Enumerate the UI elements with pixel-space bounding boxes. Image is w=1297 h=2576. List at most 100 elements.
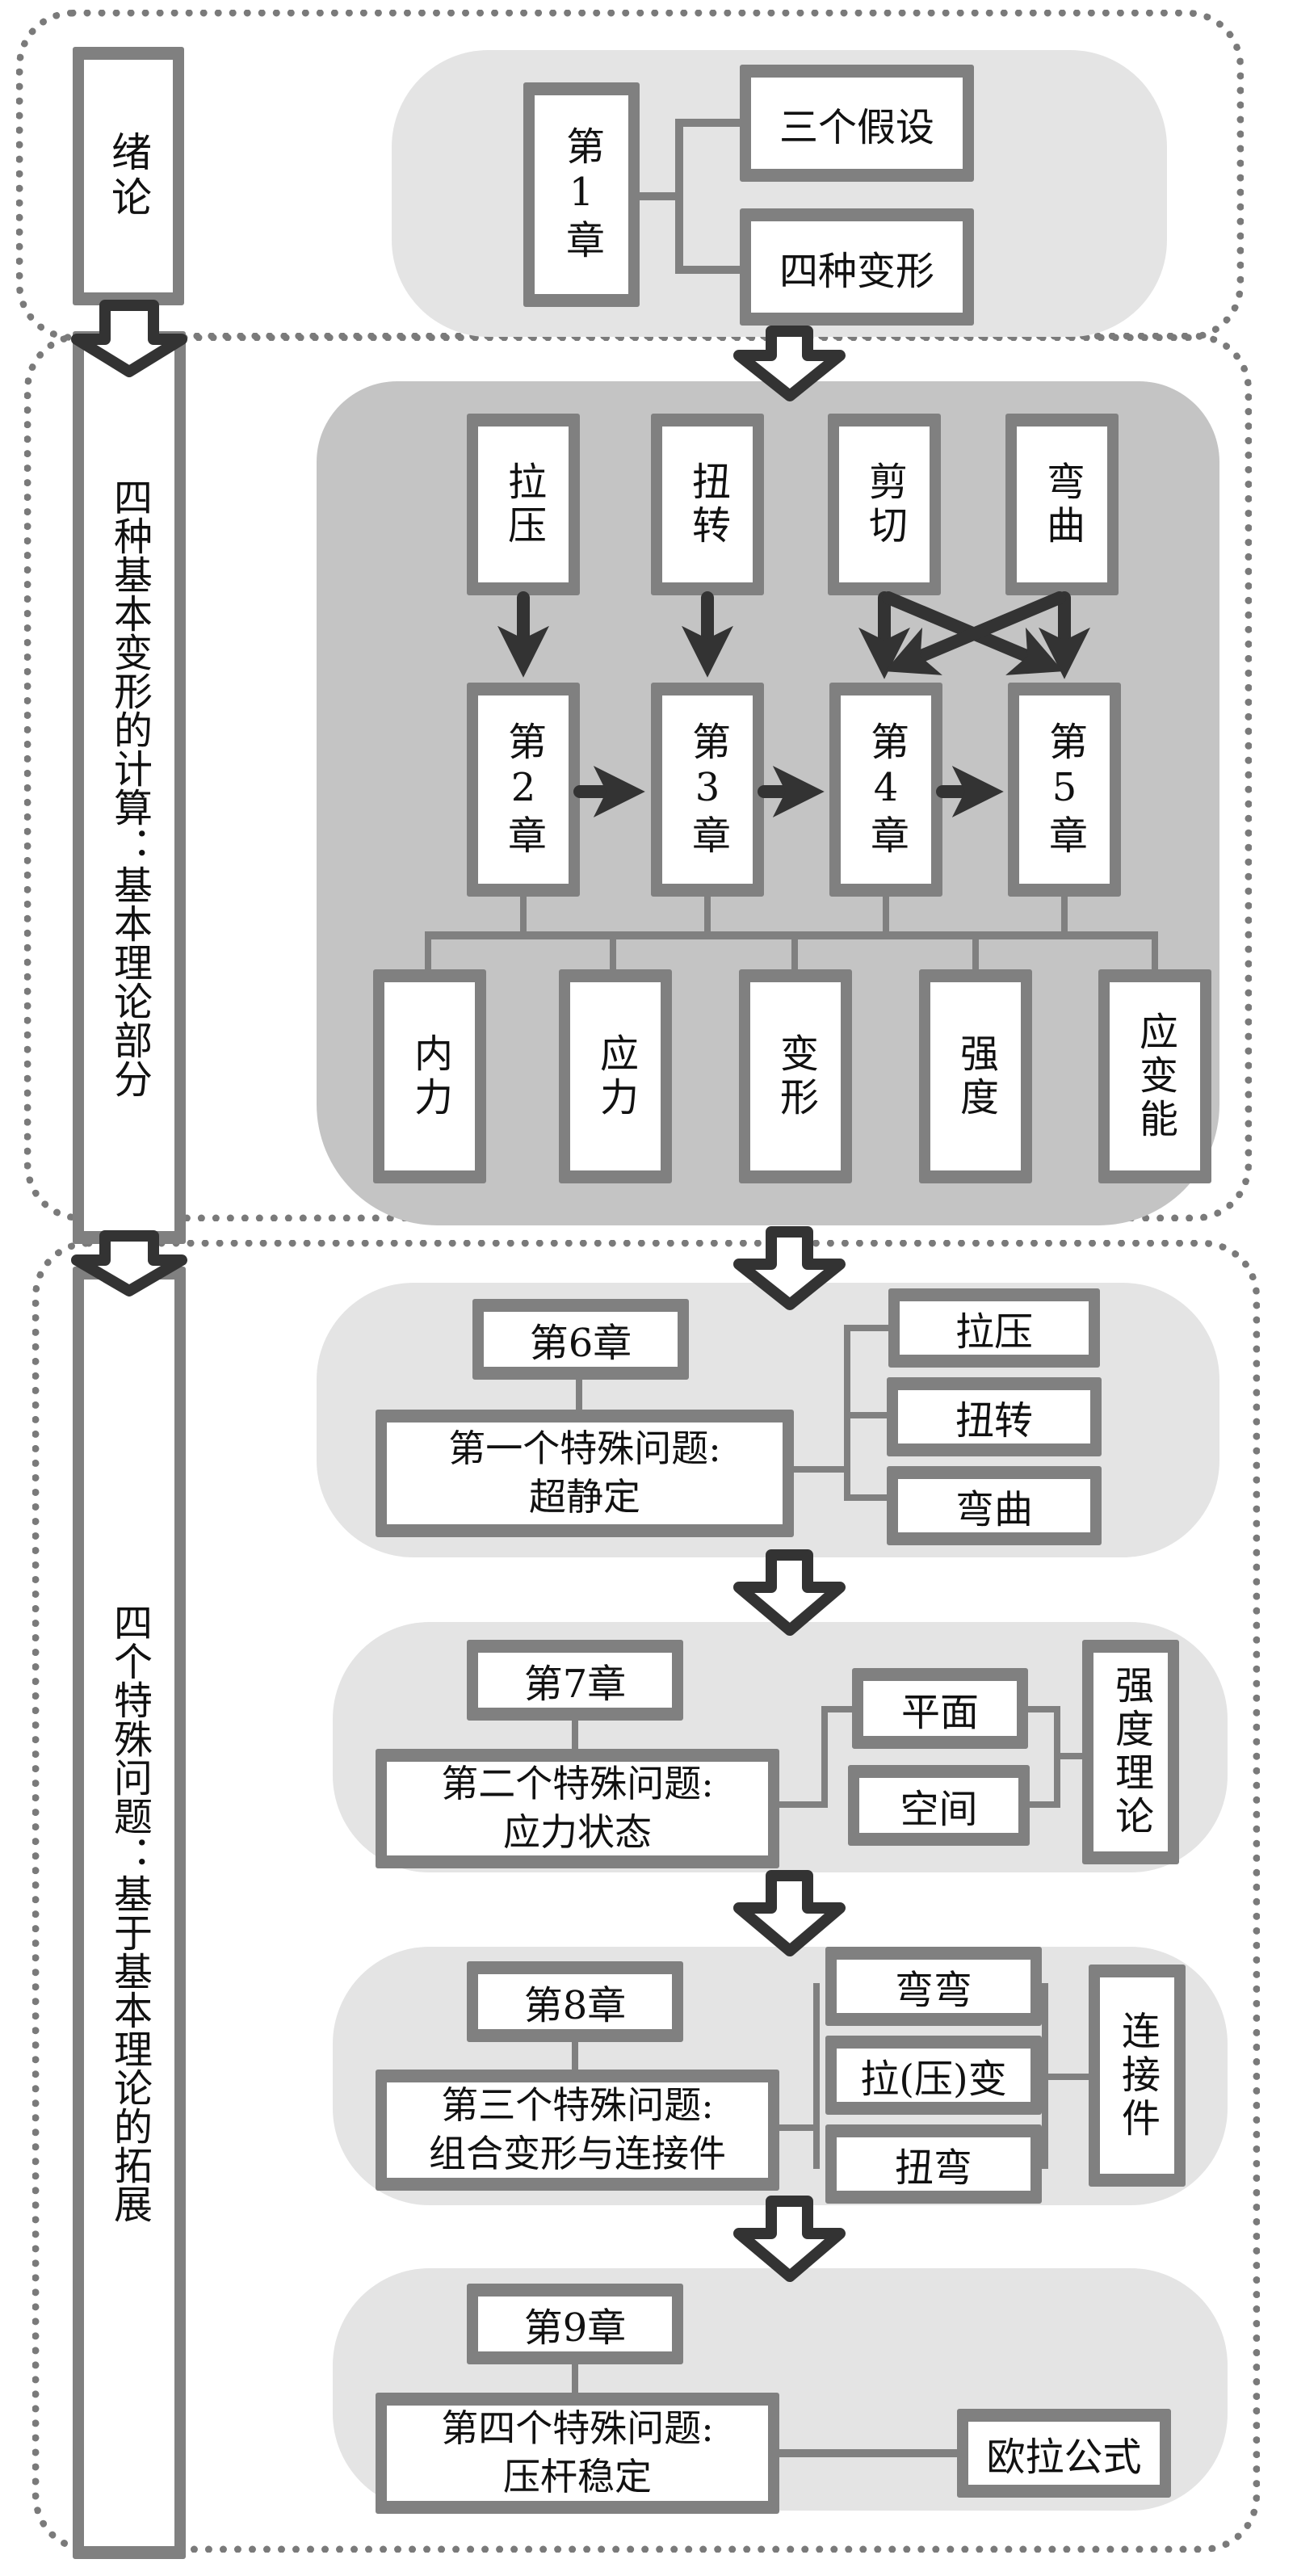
problem3-box: 第三个特殊问题:组合变形与连接件 (376, 2070, 779, 2191)
item-label: 四种变形 (779, 248, 934, 294)
hollow-arrow-down-icon (71, 1230, 187, 1296)
result-euler-formula: 欧拉公式 (957, 2409, 1171, 2498)
chapter-label: 第6章 (529, 1321, 632, 1366)
chapter3-box: 第3章 (651, 683, 764, 897)
topic-stress: 应力 (559, 969, 672, 1183)
hollow-arrow-down-icon (733, 1226, 846, 1310)
connector (425, 931, 431, 972)
deformation-label: 弯曲 (1039, 460, 1085, 548)
item-tension-bend: 拉(压)变 (825, 2036, 1042, 2115)
deformation-torsion: 扭转 (651, 414, 764, 595)
item-label: 三个假设 (779, 104, 934, 150)
connector (844, 1494, 892, 1501)
topic-label: 强度 (953, 1032, 998, 1120)
item-bending: 弯曲 (887, 1466, 1102, 1545)
connector (821, 1706, 858, 1712)
item-torsion: 扭转 (887, 1377, 1102, 1456)
connector (883, 897, 889, 934)
chapter7-box: 第7章 (467, 1640, 683, 1721)
connector (794, 1466, 850, 1473)
topic-label: 变形 (773, 1032, 818, 1120)
item-tension-compression: 拉压 (888, 1288, 1100, 1368)
connector (844, 1412, 892, 1418)
result-label: 强度理论 (1108, 1665, 1153, 1839)
item-label: 扭转 (955, 1398, 1033, 1443)
chapter-label: 第3章 (685, 721, 730, 859)
connector (813, 1983, 820, 2169)
deformation-label: 拉压 (501, 460, 546, 548)
result-strength-theory: 强度理论 (1082, 1640, 1179, 1864)
connector (572, 2042, 578, 2074)
problem-subtitle: 压杆稳定 (503, 2455, 652, 2498)
connector (1054, 1753, 1086, 1759)
chapter-label: 第4章 (863, 721, 909, 859)
chapter-label: 第2章 (501, 721, 546, 859)
topic-label: 应变能 (1132, 1011, 1177, 1142)
chapter5-box: 第5章 (1008, 683, 1121, 897)
item-label: 拉压 (955, 1309, 1033, 1355)
topic-deformation: 变形 (739, 969, 852, 1183)
connector (791, 931, 798, 972)
hollow-arrow-down-icon (733, 1870, 846, 1956)
connector (572, 2364, 578, 2397)
connector (1030, 1801, 1059, 1808)
item-label: 弯弯 (894, 1968, 972, 2013)
connector (675, 266, 740, 274)
problem-subtitle: 超静定 (529, 1475, 640, 1519)
problem2-box: 第二个特殊问题:应力状态 (376, 1749, 779, 1868)
result-label: 连接件 (1114, 2010, 1160, 2141)
section-frame-special-problems (32, 1240, 1260, 2553)
connector (779, 2124, 820, 2131)
arrow-bending-to-chapter4 (884, 591, 1066, 675)
item-plane: 平面 (852, 1668, 1028, 1749)
section-label-intro: 绪论 (73, 47, 184, 305)
connector (1152, 931, 1158, 972)
connector (520, 897, 527, 934)
topic-strength: 强度 (919, 969, 1032, 1183)
hollow-arrow-down-icon (733, 326, 846, 401)
section-label-special-problems-text: 四个特殊问题：基于基本理论的拓展 (107, 1603, 152, 2223)
item-label: 扭弯 (894, 2145, 972, 2191)
connector (1042, 2074, 1090, 2080)
problem-title: 第三个特殊问题: (441, 2083, 714, 2128)
topic-internal-force: 内力 (373, 969, 486, 1183)
deformation-label: 扭转 (685, 460, 730, 548)
item-label: 平面 (900, 1690, 979, 1735)
section-label-special-problems: 四个特殊问题：基于基本理论的拓展 (73, 1267, 186, 2559)
chapter4-box: 第4章 (829, 683, 942, 897)
chapter1-label: 第1章 (559, 126, 604, 263)
section-label-intro-text: 绪论 (105, 131, 152, 221)
hollow-arrow-down-icon (71, 300, 187, 377)
topic-strain-energy: 应变能 (1098, 969, 1211, 1183)
section-label-basic-theory-text: 四种基本变形的计算：基本理论部分 (107, 477, 152, 1098)
chapter2-box: 第2章 (467, 683, 580, 897)
item-torsion-bend: 扭弯 (825, 2124, 1042, 2204)
item-label: 空间 (900, 1787, 978, 1832)
item-three-assumptions: 三个假设 (740, 65, 974, 182)
hollow-arrow-down-icon (733, 2196, 846, 2282)
connector (972, 931, 979, 972)
topic-label: 应力 (593, 1032, 638, 1120)
result-connectors: 连接件 (1089, 1965, 1186, 2187)
problem1-box: 第一个特殊问题:超静定 (376, 1410, 794, 1537)
connector (704, 897, 711, 934)
problem-title: 第二个特殊问题: (441, 1762, 714, 1806)
item-label: 弯曲 (955, 1487, 1033, 1532)
hollow-arrow-down-icon (733, 1549, 846, 1636)
chapter9-box: 第9章 (467, 2284, 683, 2364)
connector (779, 1801, 828, 1808)
chapter-label: 第5章 (1042, 721, 1087, 859)
deformation-shear: 剪切 (828, 414, 941, 595)
connector (779, 2449, 957, 2457)
result-label: 欧拉公式 (986, 2435, 1142, 2480)
problem-title: 第一个特殊问题: (448, 1427, 721, 1471)
chapter8-box: 第8章 (467, 1961, 683, 2042)
problem4-box: 第四个特殊问题:压杆稳定 (376, 2393, 779, 2514)
chapter1-box: 第1章 (523, 82, 640, 307)
item-bend-bend: 弯弯 (825, 1947, 1042, 2026)
deformation-label: 剪切 (862, 460, 907, 548)
item-four-deformations: 四种变形 (740, 208, 974, 326)
item-space: 空间 (848, 1765, 1030, 1846)
problem-subtitle: 应力状态 (503, 1810, 652, 1854)
